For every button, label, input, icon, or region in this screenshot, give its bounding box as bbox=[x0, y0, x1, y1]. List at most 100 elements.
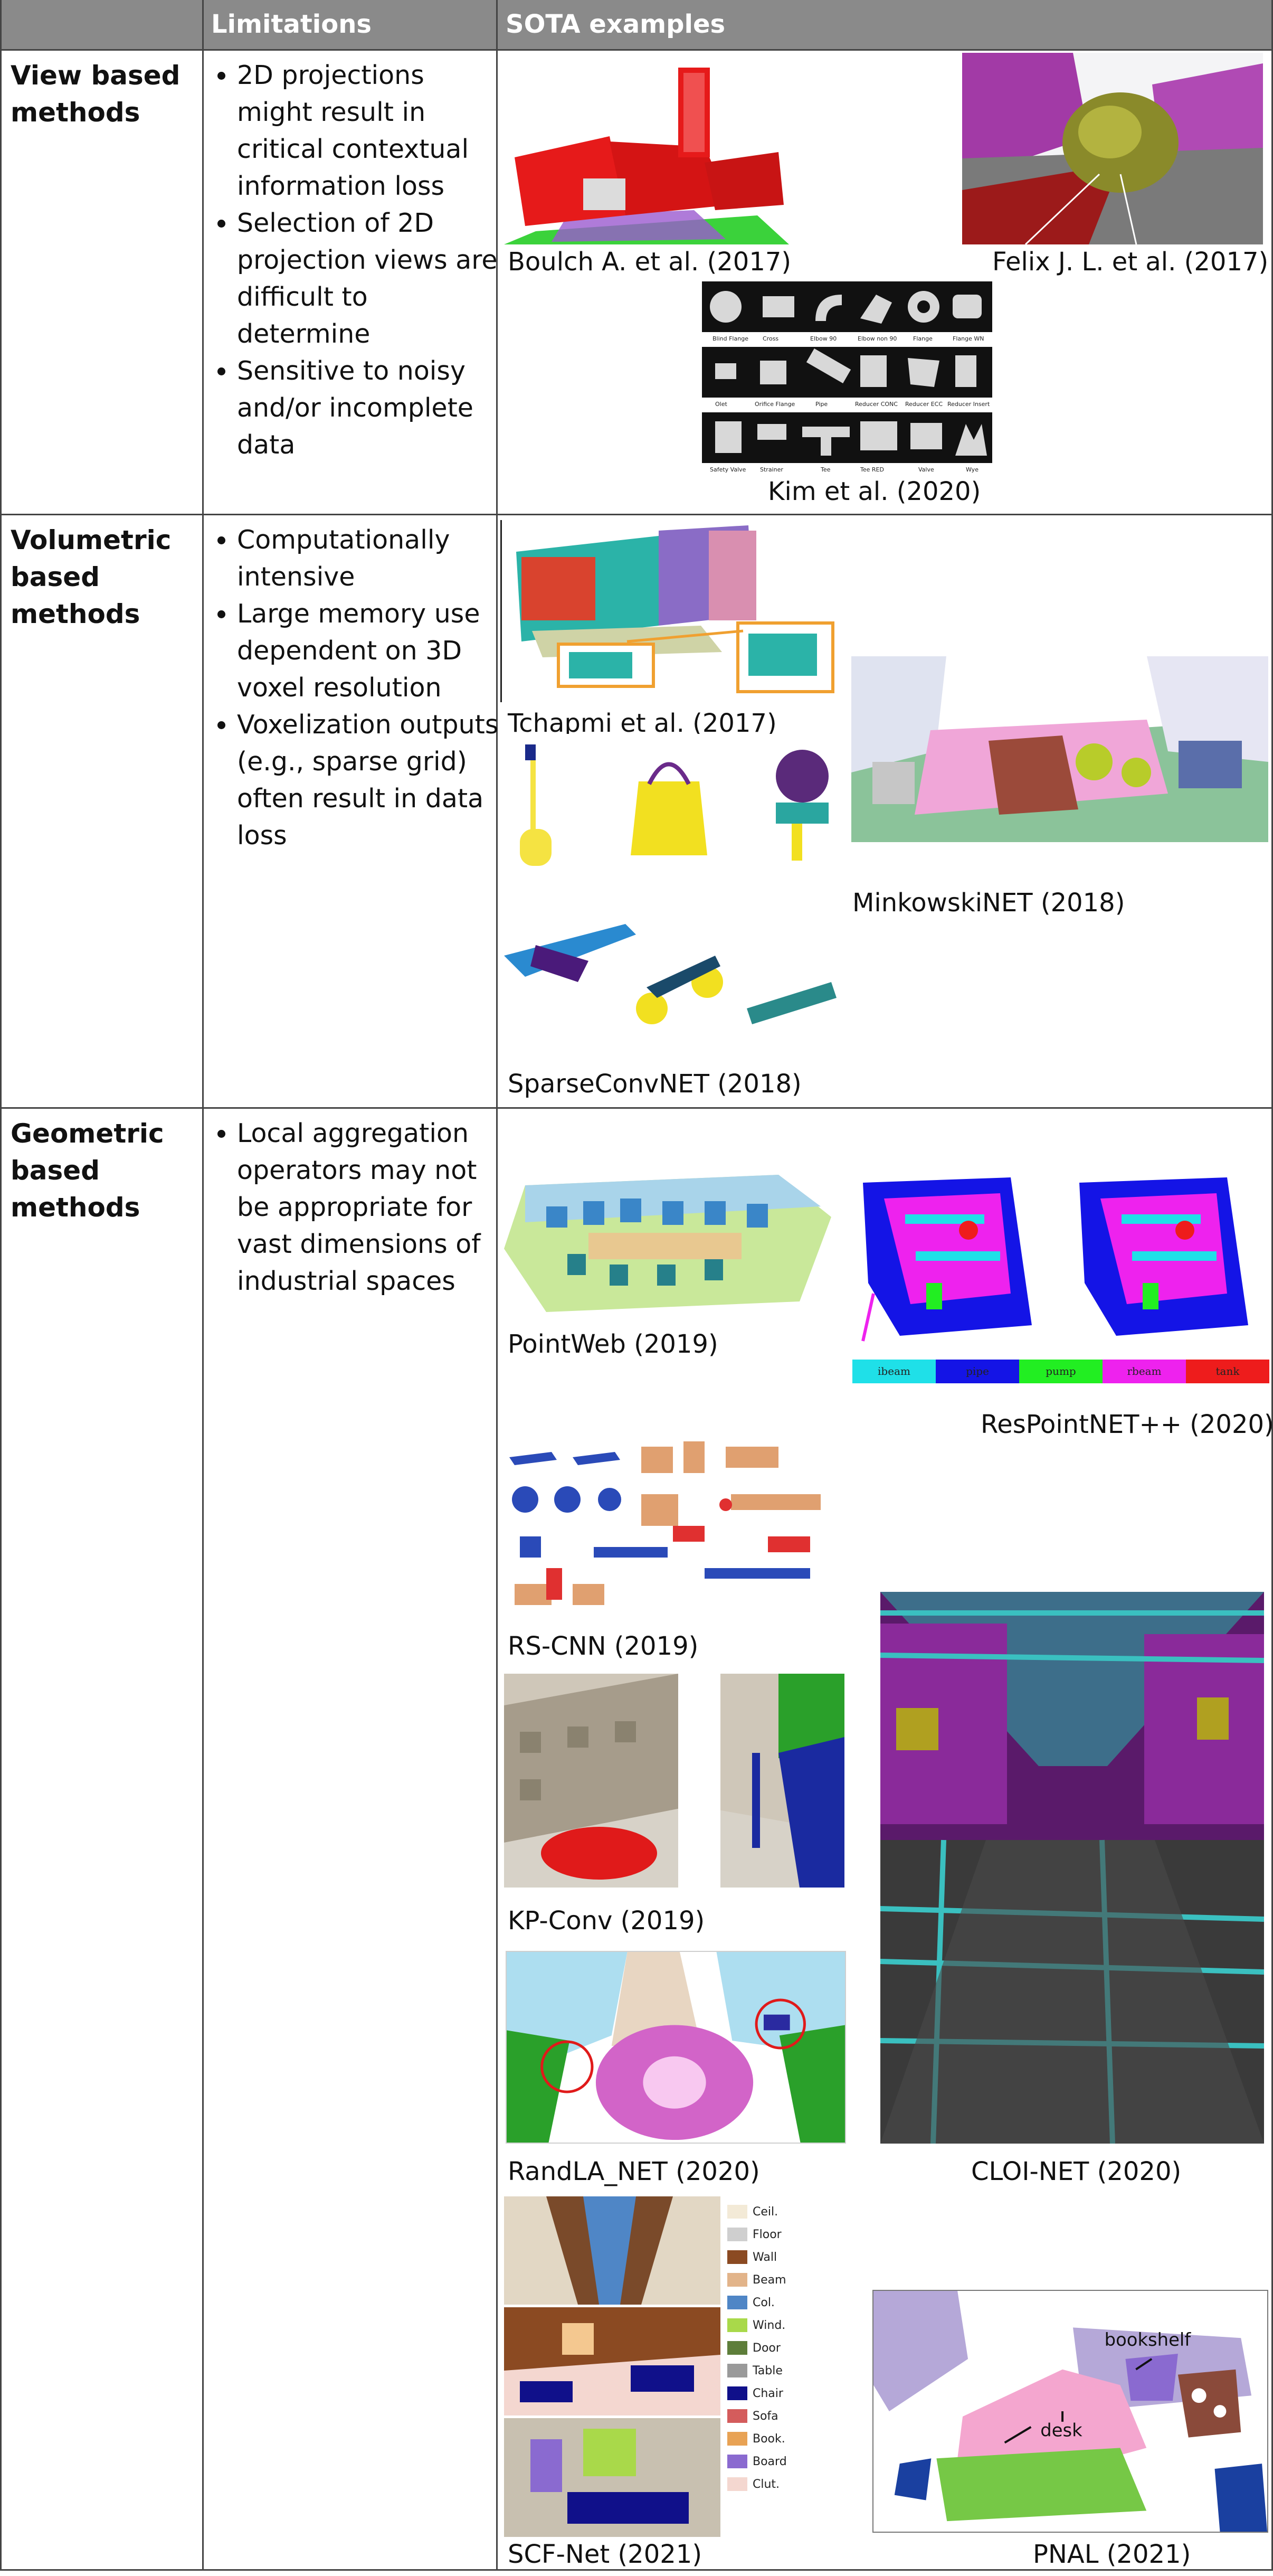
scf-legend-item: Board bbox=[727, 2452, 787, 2470]
limitations-list-volumetric: Computationally intensive Large memory u… bbox=[208, 522, 501, 854]
tchapmi-figure bbox=[500, 520, 841, 702]
kim-part-label: Flange bbox=[913, 335, 933, 342]
caption-randla: RandLA_NET (2020) bbox=[508, 2157, 760, 2186]
kim-part-label: Reducer Insert bbox=[947, 401, 990, 408]
grid-line bbox=[496, 0, 498, 2570]
caption-kim: Kim et al. (2020) bbox=[768, 477, 981, 506]
scf-legend-label: Wall bbox=[753, 2250, 777, 2264]
scf-legend-label: Floor bbox=[753, 2228, 782, 2241]
scf-legend-label: Table bbox=[753, 2364, 783, 2377]
caption-kpconv: KP-Conv (2019) bbox=[508, 1906, 705, 1936]
kim-part-label: Safety Valve bbox=[710, 466, 746, 473]
kim-part-label: Cross bbox=[763, 335, 778, 342]
grid-line bbox=[0, 0, 2, 2570]
category-line: based bbox=[11, 1155, 100, 1186]
scf-legend-swatch bbox=[727, 2205, 747, 2219]
grid-line bbox=[0, 49, 1273, 51]
grid-line bbox=[0, 514, 1273, 515]
kim-part-label: Olet bbox=[715, 401, 727, 408]
kpconv-figure bbox=[504, 1674, 844, 1888]
sparseconv-figure bbox=[504, 734, 842, 1051]
limitation-item: Voxelization outputs (e.g., sparse grid)… bbox=[237, 706, 501, 854]
scf-legend-item: Book. bbox=[727, 2430, 785, 2448]
caption-sparseconv: SparseConvNET (2018) bbox=[508, 1069, 802, 1099]
scf-legend-label: Ceil. bbox=[753, 2205, 778, 2219]
table-header bbox=[0, 0, 1273, 49]
scf-legend-item: Wind. bbox=[727, 2316, 785, 2334]
scf-legend-label: Clut. bbox=[753, 2477, 780, 2491]
kim-part-label: Pipe bbox=[815, 401, 828, 408]
header-sota-examples: SOTA examples bbox=[506, 10, 726, 39]
category-line: Geometric bbox=[11, 1118, 164, 1149]
grid-line bbox=[202, 0, 204, 2570]
scf-legend-swatch bbox=[727, 2228, 747, 2241]
limitation-item: 2D projections might result in critical … bbox=[237, 57, 501, 205]
limitation-item: Selection of 2D projection views are dif… bbox=[237, 205, 501, 353]
kim-figure: Blind Flange Cross Elbow 90 Elbow non 90… bbox=[702, 281, 992, 477]
pnal-label-bookshelf: bookshelf bbox=[1105, 2329, 1192, 2350]
pnal-label-desk: desk bbox=[1040, 2420, 1082, 2441]
kim-part-label: Valve bbox=[918, 466, 934, 473]
scf-legend-item: Beam bbox=[727, 2271, 786, 2289]
grid-line bbox=[1271, 0, 1273, 2570]
kim-part-label: Reducer ECC bbox=[905, 401, 943, 408]
felix-figure bbox=[962, 53, 1263, 244]
scf-legend-swatch bbox=[727, 2318, 747, 2332]
respoint-legend-label: tank bbox=[1216, 1365, 1240, 1377]
caption-minkowski: MinkowskiNET (2018) bbox=[852, 888, 1125, 918]
caption-scfnet: SCF-Net (2021) bbox=[508, 2540, 702, 2569]
scf-legend-item: Sofa bbox=[727, 2407, 778, 2425]
caption-felix: Felix J. L. et al. (2017) bbox=[992, 247, 1269, 277]
respoint-legend-label: ibeam bbox=[878, 1365, 910, 1377]
kim-part-label: Flange WN bbox=[953, 335, 984, 342]
scf-legend-label: Book. bbox=[753, 2432, 785, 2446]
row-category-geometric: Geometric based methods bbox=[11, 1115, 164, 1226]
respoint-legend-label: pump bbox=[1046, 1365, 1076, 1377]
caption-tchapmi: Tchapmi et al. (2017) bbox=[508, 709, 777, 738]
scf-legend-item: Floor bbox=[727, 2225, 782, 2243]
scf-legend-swatch bbox=[727, 2386, 747, 2400]
caption-boulch: Boulch A. et al. (2017) bbox=[508, 247, 792, 277]
pointweb-figure bbox=[504, 1143, 837, 1317]
grid-line bbox=[0, 2569, 1273, 2571]
boulch-figure bbox=[504, 57, 789, 244]
kim-part-label: Tee RED bbox=[860, 466, 884, 473]
header-limitations: Limitations bbox=[211, 10, 372, 39]
scf-legend-swatch bbox=[727, 2364, 747, 2377]
scf-legend-swatch bbox=[727, 2296, 747, 2309]
scf-legend-item: Door bbox=[727, 2339, 781, 2357]
scf-legend-swatch bbox=[727, 2455, 747, 2468]
kim-part-label: Strainer bbox=[760, 466, 783, 473]
kim-part-label: Elbow 90 bbox=[810, 335, 837, 342]
limitations-list-geometric: Local aggregation operators may not be a… bbox=[208, 1115, 501, 1300]
respointnet-figure: ibeam pipe pump rbeam tank bbox=[852, 1162, 1269, 1383]
scf-legend-label: Wind. bbox=[753, 2318, 786, 2332]
scf-legend-item: Table bbox=[727, 2362, 783, 2380]
scf-legend-label: Col. bbox=[753, 2296, 775, 2309]
category-line: View based bbox=[11, 60, 180, 91]
scf-legend-swatch bbox=[727, 2477, 747, 2491]
kim-part-label: Blind Flange bbox=[712, 335, 748, 342]
limitations-list-view: 2D projections might result in critical … bbox=[208, 57, 501, 464]
scf-legend-label: Beam bbox=[753, 2273, 786, 2287]
limitation-item: Local aggregation operators may not be a… bbox=[237, 1115, 501, 1300]
category-line: methods bbox=[11, 1192, 140, 1223]
category-line: methods bbox=[11, 97, 140, 128]
randla-figure bbox=[506, 1951, 846, 2144]
caption-cloinet: CLOI-NET (2020) bbox=[971, 2157, 1182, 2186]
cloinet-figure bbox=[880, 1592, 1264, 2144]
caption-rscnn: RS-CNN (2019) bbox=[508, 1631, 699, 1661]
respoint-legend-label: pipe bbox=[966, 1365, 989, 1377]
scf-legend-item: Chair bbox=[727, 2384, 783, 2402]
scf-legend-swatch bbox=[727, 2409, 747, 2423]
kim-part-label: Orifice Flange bbox=[755, 401, 795, 408]
respoint-legend-label: rbeam bbox=[1127, 1365, 1161, 1377]
kim-part-label: Reducer CONC bbox=[855, 401, 898, 408]
category-line: based bbox=[11, 562, 100, 592]
scf-legend-swatch bbox=[727, 2432, 747, 2446]
minkowski-figure bbox=[851, 656, 1268, 842]
kim-part-label: Elbow non 90 bbox=[858, 335, 897, 342]
scf-legend-swatch bbox=[727, 2273, 747, 2287]
